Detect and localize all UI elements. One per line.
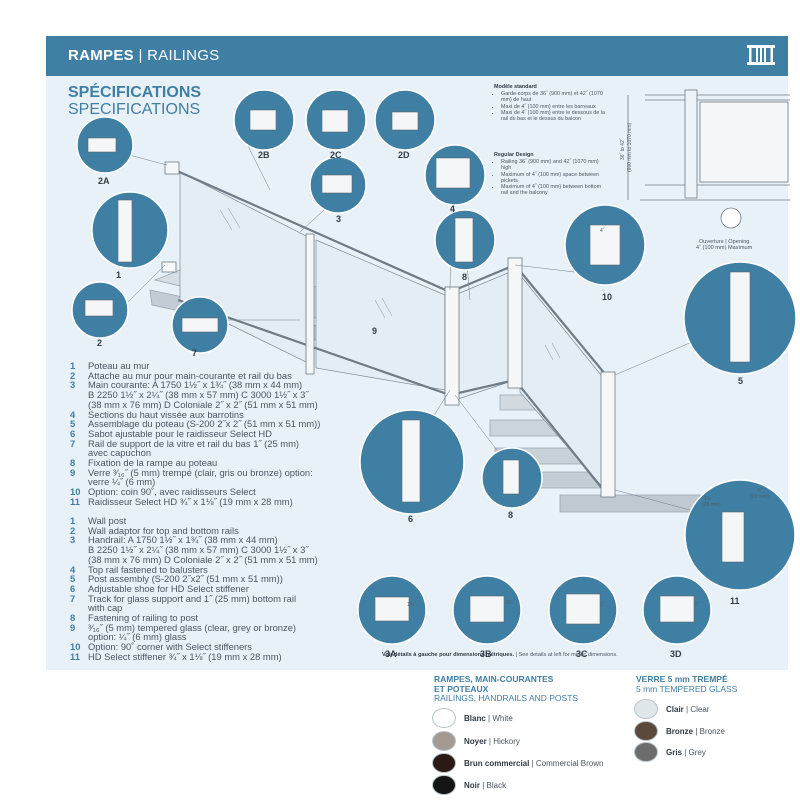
standard-design-drawing bbox=[627, 89, 790, 229]
callout-1: 1 bbox=[116, 270, 121, 280]
height-dim-1: 36˝ to 42˝ bbox=[620, 138, 626, 160]
opening-note: Ouverture | Opening 4˝ (100 mm) Maximum bbox=[696, 239, 753, 252]
callout-2C: 2C bbox=[330, 150, 342, 160]
dim-11-b-mm: (19 mm) bbox=[750, 494, 769, 500]
callout-9: 9 bbox=[372, 326, 377, 336]
specs-heading-fr: SPÉCIFICATIONS bbox=[68, 84, 202, 101]
callout-8-upper: 8 bbox=[462, 272, 467, 282]
dim-11-a: 1⅛˝ bbox=[704, 496, 713, 502]
callout-6: 6 bbox=[408, 514, 413, 524]
callout-2B: 2B bbox=[258, 150, 270, 160]
list-item: (38 mm x 76 mm) D Coloniale 2˝ x 2˝ (51 … bbox=[88, 553, 318, 565]
header-bar bbox=[46, 36, 788, 76]
callout-8-lower: 8 bbox=[508, 510, 513, 520]
dim-3c: 3˝ bbox=[600, 602, 605, 608]
swatch-commercial-brown bbox=[432, 753, 456, 773]
dim-11-b: ¾˝ bbox=[757, 488, 763, 494]
swatch-hickory bbox=[432, 731, 456, 751]
metric-note: Voir détails à gauche pour dimensions mé… bbox=[382, 652, 618, 658]
callout-3A: 3A bbox=[385, 649, 397, 659]
callout-10: 10 bbox=[602, 292, 612, 302]
list-item: option: ¼˝ (6 mm) glass bbox=[88, 631, 187, 643]
list-item: with cap bbox=[88, 602, 123, 614]
glass-title: VERRE 5 mm TREMPÉ 5 mm TEMPERED GLASS bbox=[636, 674, 738, 694]
specs-heading-en: SPECIFICATIONS bbox=[68, 101, 201, 118]
color-option-black: Noir | Black bbox=[432, 775, 506, 795]
callout-2D: 2D bbox=[398, 150, 410, 160]
height-dim-2: (900 mm to 1070 mm) bbox=[627, 122, 633, 172]
list-item: avec capuchon bbox=[88, 447, 152, 459]
glass-option-bronze: Bronze | Bronze bbox=[634, 721, 725, 741]
dim-3b: 2¼˝ bbox=[506, 600, 515, 606]
glass-option-grey: Gris | Grey bbox=[634, 742, 706, 762]
dim-10: 4˝ bbox=[600, 228, 605, 234]
railing-logo-icon bbox=[747, 45, 775, 65]
swatch-black bbox=[432, 775, 456, 795]
callout-5: 5 bbox=[738, 376, 743, 386]
callout-3D: 3D bbox=[670, 649, 682, 659]
color-option-hickory: Noyer | Hickory bbox=[432, 731, 520, 751]
dim-3a: 1¾˝ bbox=[407, 602, 416, 608]
standard-design-en: Regular Design Railing 36˝ (900 mm) and … bbox=[494, 152, 609, 196]
callout-4: 4 bbox=[450, 204, 455, 214]
glass-option-clear: Clair | Clear bbox=[634, 699, 709, 719]
callout-3: 3 bbox=[336, 214, 341, 224]
list-item: verre ¼˝ (6 mm) bbox=[88, 476, 156, 488]
swatch-white bbox=[432, 708, 456, 728]
callout-2A: 2A bbox=[98, 176, 110, 186]
list-item: B 2250 1½˝ x 2¼˝ (38 mm x 57 mm) C 3000 … bbox=[88, 389, 309, 401]
color-options-panel bbox=[46, 670, 788, 796]
color-option-white: Blanc | White bbox=[432, 708, 513, 728]
callout-3C: 3C bbox=[576, 649, 588, 659]
color-option-commercial-brown: Brun commercial | Commercial Brown bbox=[432, 753, 603, 773]
callout-2: 2 bbox=[97, 338, 102, 348]
callout-11: 11 bbox=[730, 596, 740, 606]
dim-11-a-mm: (29 mm) bbox=[702, 502, 721, 508]
swatch-clear-glass bbox=[634, 699, 658, 719]
list-item: (38 mm x 76 mm) D Coloniale 2˝ x 2˝ (51 … bbox=[88, 398, 318, 410]
swatch-grey-glass bbox=[634, 742, 658, 762]
detail-parts bbox=[84, 109, 751, 625]
list-item: B 2250 1½˝ x 2¼˝ (38 mm x 57 mm) C 3000 … bbox=[88, 544, 309, 556]
railing-colors-title: RAMPES, MAIN-COURANTES ET POTEAUX RAILIN… bbox=[434, 674, 579, 703]
posts bbox=[161, 161, 616, 498]
dim-3d: 2˝ bbox=[695, 602, 700, 608]
header-title: RAMPES | RAILINGS bbox=[68, 47, 220, 64]
callout-3B: 3B bbox=[480, 649, 492, 659]
callout-7: 7 bbox=[192, 348, 197, 358]
standard-design-fr: Modèle standard Garde-corps de 36˝ (900 … bbox=[494, 84, 609, 122]
glass-reflection-lines bbox=[219, 207, 561, 361]
swatch-bronze-glass bbox=[634, 721, 658, 741]
